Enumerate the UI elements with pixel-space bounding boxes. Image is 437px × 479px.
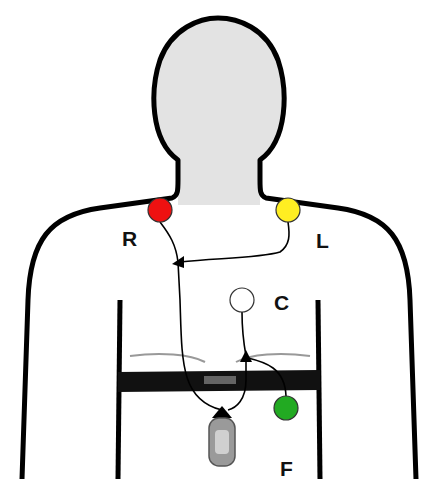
electrode-c bbox=[230, 288, 254, 312]
electrode-label: L bbox=[316, 230, 329, 251]
electrode-label: C bbox=[274, 292, 289, 313]
body-outline bbox=[22, 18, 416, 479]
wire bbox=[160, 222, 222, 410]
wire-junction bbox=[172, 256, 184, 268]
device-screen bbox=[215, 430, 229, 454]
recorder-device bbox=[209, 418, 235, 466]
electrode-label: R bbox=[122, 228, 137, 249]
electrode-label: F bbox=[280, 458, 293, 479]
wire bbox=[248, 358, 286, 396]
electrode-f bbox=[274, 396, 298, 420]
wire-junction bbox=[240, 350, 252, 362]
chest-line bbox=[130, 354, 205, 362]
head-fill bbox=[154, 18, 284, 205]
electrode-l bbox=[276, 198, 300, 222]
strap-logo bbox=[204, 376, 236, 384]
wire-junction bbox=[212, 406, 232, 418]
chest-strap bbox=[118, 370, 320, 392]
wire bbox=[180, 222, 289, 262]
electrode-r bbox=[148, 198, 172, 222]
